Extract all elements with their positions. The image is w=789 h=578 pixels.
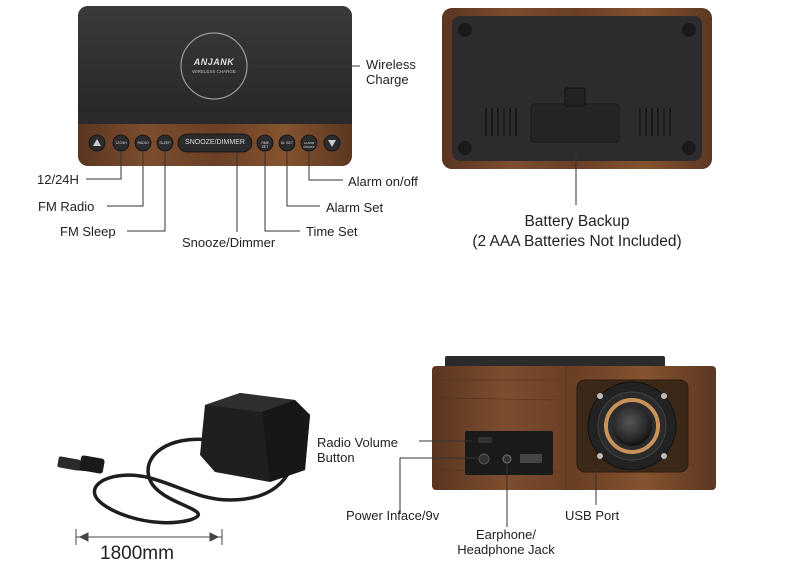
brand-logo: ANJANK <box>193 57 235 67</box>
btn-alarmonoff-label: ALARM ON/OFF <box>303 141 315 149</box>
callout-wireless-charge-1: Wireless <box>366 57 416 72</box>
callout-alarm-onoff: Alarm on/off <box>348 174 418 189</box>
callout-battery-1: Battery Backup <box>524 213 630 230</box>
cable-length-label: 1800mm <box>100 543 174 564</box>
callout-fm-sleep: FM Sleep <box>60 224 116 239</box>
power-adapter <box>57 393 310 525</box>
btn-alset-label: AL SET <box>281 141 293 145</box>
callout-earphone-2: Headphone Jack <box>457 542 555 557</box>
front-callout-lines <box>86 65 360 232</box>
callout-radio-volume-1: Radio Volume <box>317 435 398 450</box>
btn-timeset-label: TIME SET <box>260 141 270 149</box>
callout-battery-2: (2 AAA Batteries Not Included) <box>472 233 682 250</box>
callout-usb: USB Port <box>565 508 620 523</box>
side-callout-lines <box>399 440 597 527</box>
btn-radio-label: RADIO <box>137 141 149 145</box>
front-view-clock <box>78 6 352 166</box>
callout-radio-volume-2: Button <box>317 450 355 465</box>
callout-alarm-set: Alarm Set <box>326 200 384 215</box>
btn-snooze-label: SNOOZE/DIMMER <box>185 139 245 146</box>
wireless-charge-pad-icon <box>180 32 248 100</box>
cable-length-dimension <box>75 529 223 545</box>
callout-fm-radio: FM Radio <box>38 199 95 214</box>
callout-earphone-1: Earphone/ <box>476 527 536 542</box>
callout-snooze-dimmer: Snooze/Dimmer <box>182 235 276 250</box>
side-view-clock <box>432 356 716 490</box>
btn-1224-label: 12/24H <box>115 141 127 145</box>
callout-1224h: 12/24H <box>37 172 79 187</box>
callout-time-set: Time Set <box>306 224 358 239</box>
back-view-clock <box>442 8 712 169</box>
callout-wireless-charge-2: Charge <box>366 72 409 87</box>
brand-tagline: WIRELESS CHARGE <box>192 69 236 74</box>
callout-power: Power Inface/9v <box>346 508 440 523</box>
btn-sleep-label: SLEEP <box>159 141 171 145</box>
